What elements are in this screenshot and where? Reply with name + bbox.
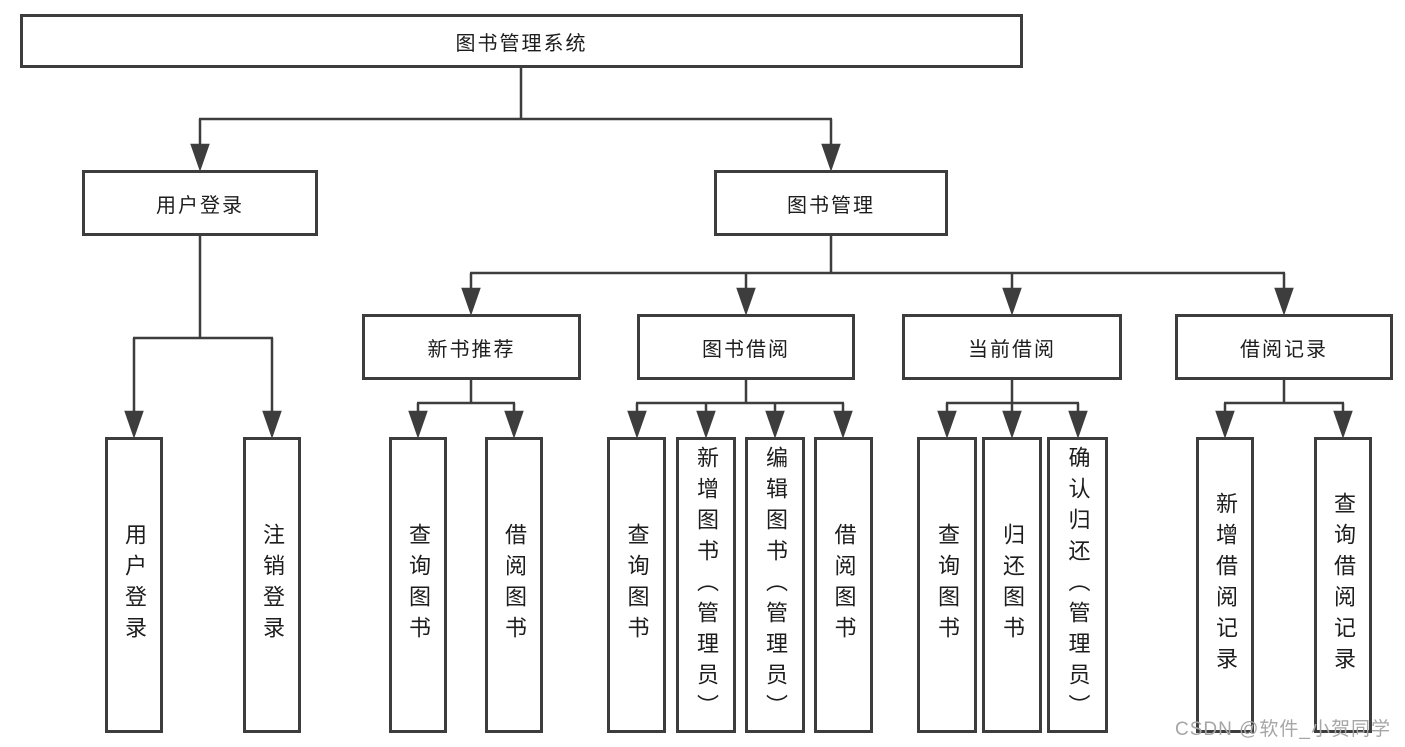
leaf-rec-borrow-books-label: 借阅图书 xyxy=(502,523,527,647)
node-root: 图书管理系统 xyxy=(20,14,1023,68)
leaf-add-books-admin-label: 新增图书（管理员） xyxy=(694,445,719,725)
connector-root-to-level2 xyxy=(190,68,841,172)
leaf-add-books-admin: 新增图书（管理员） xyxy=(676,437,736,733)
leaf-confirm-return-admin: 确认归还（管理员） xyxy=(1047,437,1108,733)
leaf-query-borrow-record-label: 查询借阅记录 xyxy=(1331,492,1356,678)
node-borrow-records: 借阅记录 xyxy=(1175,314,1393,380)
leaf-borrow-books: 借阅图书 xyxy=(814,437,873,733)
node-new-book-rec-label: 新书推荐 xyxy=(427,338,516,361)
leaf-return-books-label: 归还图书 xyxy=(1000,523,1025,647)
connector-borrow-records-to-leaves xyxy=(1215,380,1353,439)
leaf-borrow-query-books: 查询图书 xyxy=(607,437,666,733)
leaf-current-query-books-label: 查询图书 xyxy=(935,523,960,647)
connector-book-mgmt-to-level3 xyxy=(461,236,1294,316)
leaf-add-borrow-record: 新增借阅记录 xyxy=(1196,437,1254,733)
leaf-current-query-books: 查询图书 xyxy=(917,437,977,733)
leaf-logout-label: 注销登录 xyxy=(260,523,285,647)
leaf-user-login: 用户登录 xyxy=(105,437,163,733)
watermark: CSDN @软件_小贺同学 xyxy=(1175,719,1391,740)
node-book-mgmt-branch: 图书管理 xyxy=(714,170,948,236)
node-new-book-rec: 新书推荐 xyxy=(362,314,581,380)
leaf-edit-books-admin: 编辑图书（管理员） xyxy=(745,437,805,733)
leaf-confirm-return-admin-label: 确认归还（管理员） xyxy=(1065,445,1091,725)
node-current-borrow: 当前借阅 xyxy=(902,314,1122,380)
leaf-edit-books-admin-label: 编辑图书（管理员） xyxy=(763,445,788,725)
node-root-label: 图书管理系统 xyxy=(455,32,588,55)
leaf-return-books: 归还图书 xyxy=(982,437,1042,733)
node-user-login-branch-label: 用户登录 xyxy=(156,194,244,217)
leaf-query-borrow-record: 查询借阅记录 xyxy=(1314,437,1372,733)
leaf-rec-query-books: 查询图书 xyxy=(389,437,447,733)
leaf-rec-borrow-books: 借阅图书 xyxy=(485,437,543,733)
leaf-borrow-books-label: 借阅图书 xyxy=(831,523,857,647)
leaf-borrow-query-books-label: 查询图书 xyxy=(624,523,650,647)
connector-book-borrow-to-leaves xyxy=(627,380,853,439)
node-current-borrow-label: 当前借阅 xyxy=(968,338,1056,361)
node-book-borrow-label: 图书借阅 xyxy=(702,338,790,361)
node-book-borrow: 图书借阅 xyxy=(637,314,855,380)
leaf-logout: 注销登录 xyxy=(243,437,301,733)
node-borrow-records-label: 借阅记录 xyxy=(1240,338,1328,361)
connector-user-login-to-leaves xyxy=(124,235,282,439)
node-user-login-branch: 用户登录 xyxy=(82,170,318,236)
node-book-mgmt-branch-label: 图书管理 xyxy=(787,194,875,217)
connector-current-borrow-to-leaves xyxy=(937,380,1088,439)
leaf-user-login-label: 用户登录 xyxy=(122,523,147,647)
connector-new-book-rec-to-leaves xyxy=(408,380,524,439)
leaf-rec-query-books-label: 查询图书 xyxy=(406,523,431,647)
leaf-add-borrow-record-label: 新增借阅记录 xyxy=(1213,492,1238,678)
